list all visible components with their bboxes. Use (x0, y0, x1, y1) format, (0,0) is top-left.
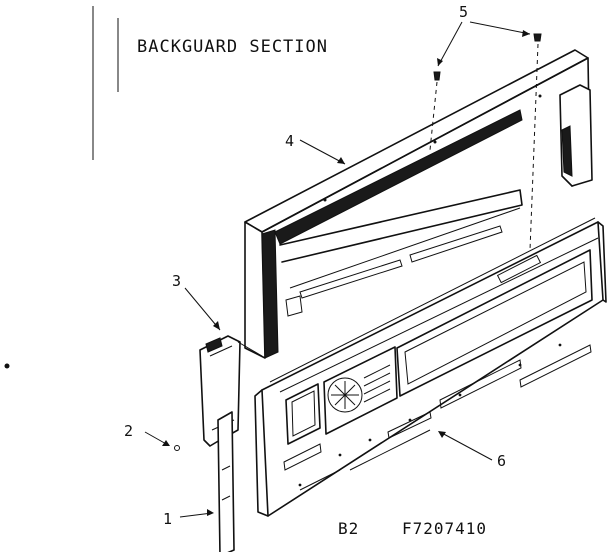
diagram-code: F7207410 (402, 519, 487, 538)
callout-2: 2 (124, 422, 133, 440)
part-4-backguard-cover (244, 49, 593, 359)
leader-lines (144, 21, 531, 518)
callout-1: 1 (163, 510, 172, 528)
diagram-title: BACKGUARD SECTION (137, 37, 328, 57)
page-number: B2 (338, 519, 359, 538)
callout-5: 5 (459, 3, 468, 21)
margin-rule (4, 6, 119, 369)
callout-4: 4 (285, 132, 294, 150)
part-6-control-panel (254, 217, 607, 517)
part-1-trim-strip (217, 411, 235, 552)
callout-3: 3 (172, 272, 181, 290)
callout-6: 6 (497, 452, 506, 470)
part-5-screws (429, 33, 542, 251)
part-2-screw (174, 445, 180, 451)
